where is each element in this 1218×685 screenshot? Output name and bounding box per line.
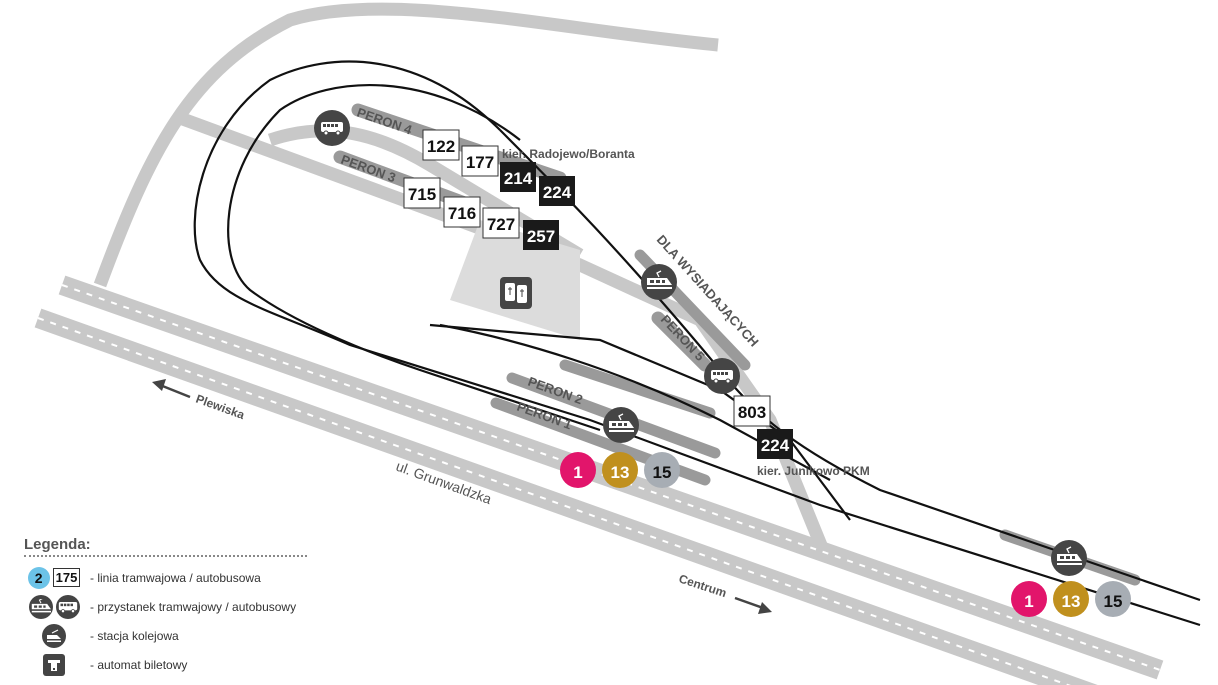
svg-text:716: 716 [448, 204, 476, 223]
legend-row-lines: 2 175 - linia tramwajowa / autobusowa [24, 563, 314, 592]
label-peron-1: PERON 1 [515, 399, 574, 433]
legend-text: - stacja kolejowa [90, 628, 179, 643]
legend-row-stops: - przystanek tramwajowy / autobusowy [24, 592, 314, 621]
tram-line-15-east[interactable]: 15 [1095, 581, 1131, 617]
bus-stop-icon [55, 594, 80, 619]
tram-stop-icon[interactable] [1051, 540, 1087, 576]
tram-line-15[interactable]: 15 [644, 452, 680, 488]
svg-text:224: 224 [543, 183, 572, 202]
bus-stop-icon[interactable] [314, 110, 350, 146]
svg-text:214: 214 [504, 169, 533, 188]
legend-tram-line-icon: 2 [27, 566, 50, 589]
svg-text:13: 13 [1062, 592, 1081, 611]
bus-line-224-south[interactable]: 224 [757, 429, 793, 459]
svg-text:122: 122 [427, 137, 455, 156]
svg-text:15: 15 [1104, 592, 1123, 611]
direction-junikowo: kier. Junikowo PKM [757, 464, 870, 478]
svg-text:1: 1 [573, 463, 582, 482]
tram-stop-icon[interactable] [641, 264, 677, 300]
bus-line-727[interactable]: 727 [482, 207, 520, 239]
bus-line-716[interactable]: 716 [443, 196, 481, 228]
ticket-machine-icon [43, 653, 65, 676]
legend: Legenda: 2 175 - linia tramwajowa / auto… [24, 536, 314, 679]
svg-text:1: 1 [1024, 592, 1033, 611]
legend-text: - automat biletowy [90, 657, 188, 672]
svg-text:15: 15 [653, 463, 672, 482]
legend-text: - linia tramwajowa / autobusowa [90, 570, 261, 585]
legend-bus-line-icon: 175 [52, 568, 81, 587]
road-north-curve [93, 2, 719, 288]
legend-title: Legenda: [24, 536, 91, 553]
train-station-icon [42, 623, 66, 648]
bus-line-214[interactable]: 214 [500, 162, 536, 192]
platform-peron-5 [651, 311, 712, 372]
cemetery-icon [500, 277, 532, 309]
bus-line-257[interactable]: 257 [523, 220, 559, 250]
label-centrum: Centrum [677, 572, 728, 601]
legend-text: - przystanek tramwajowy / autobusowy [90, 599, 297, 614]
svg-text:727: 727 [487, 215, 515, 234]
tram-line-1-east[interactable]: 1 [1011, 581, 1047, 617]
bus-line-224-north[interactable]: 224 [539, 176, 575, 206]
legend-row-train: - stacja kolejowa [24, 621, 314, 650]
tram-line-13-east[interactable]: 13 [1053, 581, 1089, 617]
legend-divider [24, 555, 307, 557]
svg-text:715: 715 [408, 185, 436, 204]
bus-line-122[interactable]: 122 [422, 129, 460, 161]
platform-top [559, 359, 716, 419]
bus-stop-icon[interactable] [704, 358, 740, 394]
direction-radojewo: kier. Radojewo/Boranta [502, 147, 635, 161]
tram-stop-icon [28, 594, 53, 619]
road-bus-loop [267, 124, 584, 261]
legend-row-ticket: - automat biletowy [24, 650, 314, 679]
svg-text:13: 13 [611, 463, 630, 482]
svg-text:803: 803 [738, 403, 766, 422]
bus-line-715[interactable]: 715 [403, 177, 441, 209]
bus-line-177[interactable]: 177 [461, 145, 499, 177]
bus-line-803[interactable]: 803 [733, 395, 771, 427]
tram-stop-icon[interactable] [603, 407, 639, 443]
tram-line-1[interactable]: 1 [560, 452, 596, 488]
svg-text:257: 257 [527, 227, 555, 246]
svg-text:224: 224 [761, 436, 790, 455]
svg-text:177: 177 [466, 153, 494, 172]
tram-line-13[interactable]: 13 [602, 452, 638, 488]
